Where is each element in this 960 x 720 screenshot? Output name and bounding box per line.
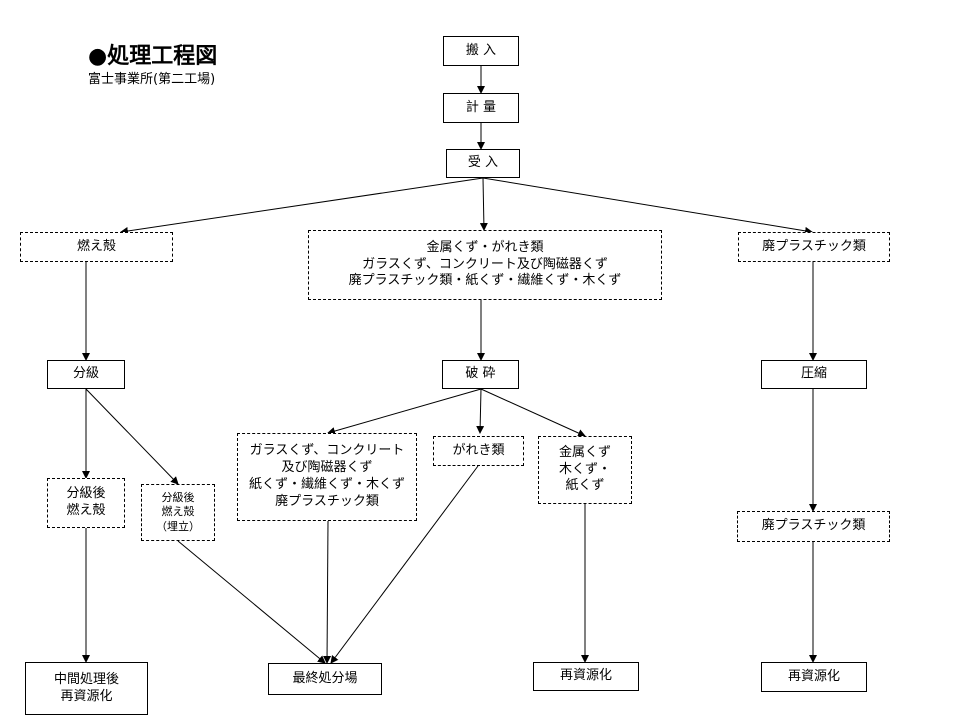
node-garasu-line-1: ガラスくず、コンクリート bbox=[249, 443, 405, 459]
node-haipura-top: 廃プラスチック類 bbox=[738, 232, 890, 262]
arrow-gareki-saishu bbox=[330, 465, 479, 664]
node-chukan-line-1: 中間処理後 bbox=[53, 671, 119, 687]
arrow-umetate-saishu bbox=[177, 540, 326, 664]
node-bunkyu: 分級 bbox=[47, 360, 125, 389]
node-ukeire: 受 入 bbox=[446, 149, 520, 178]
node-bunkyugo-line-2: 燃え殻 bbox=[66, 503, 106, 518]
arrow-hasai-kinzoku-moku bbox=[480, 388, 586, 437]
node-chukan: 中間処理後 再資源化 bbox=[25, 662, 148, 715]
arrow-hasai-gareki bbox=[476, 388, 485, 434]
node-umetate-line-2: 燃え殻 bbox=[161, 505, 195, 519]
node-garasu: ガラスくず、コンクリート 及び陶磁器くず 紙くず・繊維くず・木くず 廃プラスチッ… bbox=[237, 433, 417, 521]
node-saishu-label: 最終処分場 bbox=[292, 670, 358, 686]
node-chukan-line-2: 再資源化 bbox=[60, 688, 113, 704]
node-bunkyugo-umetate: 分級後 燃え殻 （埋立） bbox=[141, 484, 215, 541]
page-subtitle: 富士事業所(第二工場) bbox=[88, 72, 216, 87]
node-garasu-line-4: 廃プラスチック類 bbox=[275, 493, 379, 509]
node-kinzoku-line-1: 金属くず・がれき類 bbox=[426, 239, 544, 255]
node-moegara: 燃え殻 bbox=[20, 232, 173, 262]
node-asshuku-label: 圧縮 bbox=[800, 366, 827, 382]
node-bunkyugo-line-1: 分級後 bbox=[66, 486, 106, 502]
node-saishu: 最終処分場 bbox=[268, 663, 382, 695]
node-haipura-bottom-label: 廃プラスチック類 bbox=[761, 518, 866, 534]
node-hannyu: 搬 入 bbox=[443, 36, 519, 66]
node-umetate-line-3: （埋立） bbox=[156, 519, 200, 533]
node-gareki-label: がれき類 bbox=[452, 442, 505, 458]
node-keiryo: 計 量 bbox=[443, 93, 519, 123]
node-saishigen-right-label: 再資源化 bbox=[787, 668, 840, 684]
node-hasai-label: 破 砕 bbox=[465, 366, 496, 382]
node-kinzoku-moku: 金属くず 木くず・ 紙くず bbox=[538, 436, 632, 504]
node-saishigen-right: 再資源化 bbox=[761, 662, 867, 692]
node-garasu-line-3: 紙くず・繊維くず・木くず bbox=[248, 477, 405, 492]
node-asshuku: 圧縮 bbox=[761, 360, 867, 389]
node-hasai: 破 砕 bbox=[442, 360, 519, 389]
node-kinzoku-moku-line-1: 金属くず bbox=[558, 444, 611, 460]
arrow-hasai-garasu bbox=[327, 388, 482, 435]
node-ukeire-label: 受 入 bbox=[467, 155, 499, 171]
node-kinzoku-line-3: 廃プラスチック類・紙くず・繊維くず・木くず bbox=[348, 273, 622, 289]
node-umetate-line-1: 分級後 bbox=[161, 491, 195, 505]
node-kinzoku-moku-line-3: 紙くず bbox=[565, 478, 605, 494]
node-gareki: がれき類 bbox=[433, 436, 524, 466]
node-kinzoku-mixed: 金属くず・がれき類 ガラスくず、コンクリート及び陶磁器くず 廃プラスチック類・紙… bbox=[308, 230, 662, 300]
node-garasu-line-2: 及び陶磁器くず bbox=[281, 460, 373, 476]
arrow-ukeire-kinzoku bbox=[479, 177, 488, 231]
node-kinzoku-line-2: ガラスくず、コンクリート及び陶磁器くず bbox=[362, 256, 608, 272]
arrow-ukeire-moegara bbox=[120, 177, 484, 235]
arrow-bunkyu-umetate bbox=[85, 388, 179, 485]
node-saishigen-center-label: 再資源化 bbox=[559, 668, 612, 684]
node-hannyu-label: 搬 入 bbox=[465, 42, 497, 58]
node-saishigen-center: 再資源化 bbox=[533, 662, 639, 691]
node-haipura-bottom: 廃プラスチック類 bbox=[737, 511, 890, 542]
node-kinzoku-moku-line-2: 木くず・ bbox=[558, 461, 611, 477]
node-haipura-top-label: 廃プラスチック類 bbox=[762, 238, 866, 254]
node-keiryo-label: 計 量 bbox=[465, 99, 497, 115]
arrow-garasu-saishu bbox=[323, 520, 332, 664]
page-title: ●処理工程図 bbox=[88, 44, 218, 69]
node-bunkyugo: 分級後 燃え殻 bbox=[47, 478, 125, 528]
arrow-ukeire-haipura bbox=[482, 177, 813, 235]
node-bunkyu-label: 分級 bbox=[72, 366, 99, 382]
node-moegara-label: 燃え殻 bbox=[76, 238, 116, 254]
